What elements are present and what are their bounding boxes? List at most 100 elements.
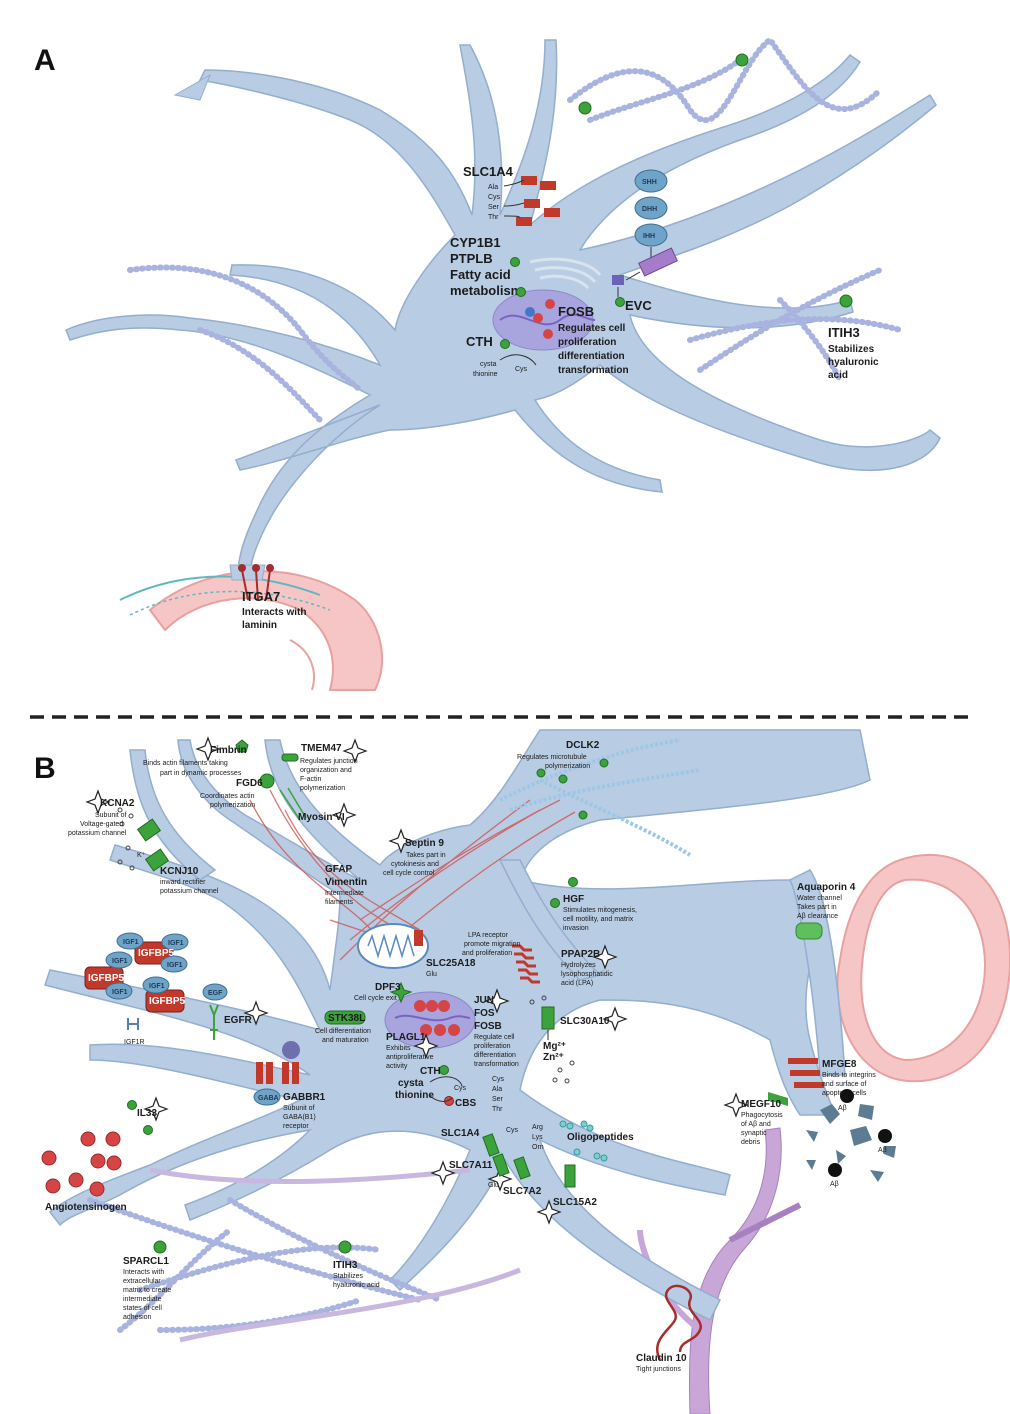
laminin-fiber <box>129 590 331 616</box>
protein-dot <box>510 257 520 267</box>
aa-label-b: Lys <box>532 1134 543 1141</box>
mg-ion-label: Mg²⁺ <box>543 1041 566 1052</box>
sparcl1-desc: states of cell <box>123 1305 162 1312</box>
slc30a10-label: SLC30A10 <box>560 1016 610 1027</box>
cystathionine-label: cysta <box>480 361 496 368</box>
sparcl1-desc: matrix to create <box>123 1287 171 1294</box>
ppap2b-desc: Hydrolyzes <box>561 962 596 969</box>
igf1-label: IGF1 <box>167 962 183 969</box>
fosb-desc: Regulates cell <box>558 323 625 334</box>
itih3-desc-b: hyaluronic acid <box>333 1282 380 1289</box>
cystathionine-label: thionine <box>473 371 498 378</box>
panel-a-letter: A <box>34 44 56 77</box>
gfap-label: GFAP <box>325 864 353 875</box>
igf1-label: IGF1 <box>112 989 128 996</box>
slc1a4-transporter-icon <box>516 176 560 226</box>
itih3-desc: acid <box>828 370 848 381</box>
kcna2-desc: Voltage-gated <box>80 821 123 828</box>
fosb-desc: proliferation <box>558 337 616 348</box>
itih3-label: ITIH3 <box>828 325 860 340</box>
jun-desc: proliferation <box>474 1043 511 1050</box>
kcna2-desc: potassium channel <box>68 830 127 837</box>
fatty-acid-label: metabolism <box>450 283 522 298</box>
igfbp5-label: IGFBP5 <box>88 973 125 984</box>
igf1-label: IGF1 <box>123 939 139 946</box>
septin9-desc: Takes part in <box>406 852 446 859</box>
hedgehog-ligands <box>634 169 668 247</box>
dclk2-dot <box>578 810 588 820</box>
stk38l-label: STK38L <box>328 1013 365 1024</box>
microtubules <box>499 738 701 857</box>
tmem47-desc: F-actin <box>300 776 322 783</box>
fosb-label: FOSB <box>558 304 594 319</box>
ppap2b-label: PPAP2B <box>561 949 600 960</box>
plagl1-desc: antiproliferative <box>386 1054 434 1061</box>
sparcl1-desc: Interacts with <box>123 1269 164 1276</box>
ptplb-label: PTPLB <box>450 251 493 266</box>
septin9-desc: cell cycle control <box>383 870 435 877</box>
blood-vessel-b <box>836 854 1010 1083</box>
aa-label-b: Arg <box>532 1124 543 1131</box>
cth-icon <box>439 1065 449 1075</box>
megf10-desc: synaptic <box>741 1130 767 1137</box>
angiotensinogen-icon <box>41 1131 122 1197</box>
shh-label: SHH <box>642 179 657 186</box>
aa-label-b: Thr <box>492 1106 503 1113</box>
gabbr1-label: GABBR1 <box>283 1092 326 1103</box>
jun-desc: transformation <box>474 1061 519 1068</box>
aa-label: Thr <box>488 214 499 221</box>
evc-label: EVC <box>625 298 652 313</box>
dclk2-dot <box>558 774 568 784</box>
il33-icon <box>143 1125 153 1135</box>
gabbr1-receptor-icon <box>256 1041 300 1084</box>
tmem47-desc: Regulates junction <box>300 758 358 765</box>
cth-label: CTH <box>466 334 493 349</box>
zn-ion-label: Zn²⁺ <box>543 1052 564 1063</box>
myosin-icon <box>279 787 307 821</box>
fosb-desc: transformation <box>558 365 629 376</box>
aa-label-b: Cys <box>492 1076 505 1083</box>
dna-icon <box>525 307 535 317</box>
il33-label: IL33 <box>137 1108 157 1119</box>
itga7-label: ITGA7 <box>242 589 280 604</box>
cys-label-b2: Cys <box>506 1127 519 1134</box>
fgd6-desc: polymerization <box>210 802 255 809</box>
lpa-desc: promote migration <box>464 941 521 948</box>
fgd6-label: FGD6 <box>236 778 263 789</box>
oligopeptides-label: Oligopeptides <box>567 1132 634 1143</box>
kcnj10-label: KCNJ10 <box>160 866 199 877</box>
abeta-icon <box>828 1163 842 1177</box>
claudin-icon <box>656 1284 703 1361</box>
dclk2-desc: Regulates microtubule <box>517 754 587 761</box>
egfr-receptor-icon <box>209 1004 219 1040</box>
protein-dot <box>516 287 526 297</box>
itih3-label-b: ITIH3 <box>333 1260 358 1271</box>
panel-b-letter: B <box>34 752 56 785</box>
itga7-desc: laminin <box>242 620 277 631</box>
hgf-icon <box>550 898 560 908</box>
dpf3-desc: Cell cycle exit <box>354 995 397 1002</box>
fimbrin-icon <box>235 739 249 753</box>
cystathionine-label-b: thionine <box>395 1090 434 1101</box>
aa-label: Ala <box>488 184 498 191</box>
itih3-desc: hyaluronic <box>828 357 879 368</box>
gfap-desc: filaments <box>325 899 354 906</box>
lpa-desc: LPA receptor <box>468 932 509 939</box>
igf1-label: IGF1 <box>112 958 128 965</box>
fosb-dot <box>545 299 555 309</box>
hgf-desc: invasion <box>563 925 589 932</box>
igf1r-label: IGF1R <box>124 1039 145 1046</box>
lpa-desc: and proliferation <box>462 950 512 957</box>
hgf-desc: Stimulates mitogenesis, <box>563 907 637 914</box>
dpf3-label: DPF3 <box>375 982 401 993</box>
vimentin-label: Vimentin <box>325 877 367 888</box>
ppap2b-desc: acid (LPA) <box>561 980 593 987</box>
megf10-icon <box>768 1092 788 1106</box>
slc30a10-icon <box>541 1006 555 1030</box>
plagl1-desc: Exhibits <box>386 1045 411 1052</box>
jun-label: JUN <box>474 995 494 1006</box>
gabbr1-desc: GABA(B1) <box>283 1114 316 1121</box>
slc7a2-label: SLC7A2 <box>503 1186 542 1197</box>
tmem47-desc: organization and <box>300 767 352 774</box>
megf10-desc: Phagocytosis <box>741 1112 783 1119</box>
